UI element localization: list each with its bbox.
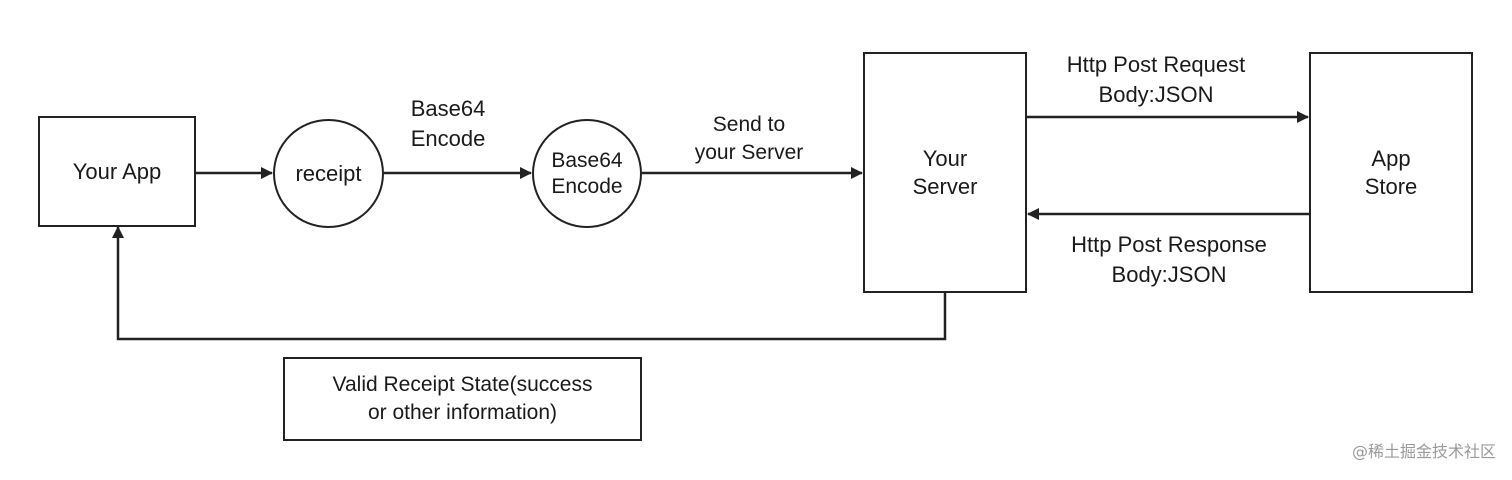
node-your-server-line2: Server	[912, 173, 978, 199]
edge-label-post-request-line2: Body:JSON	[1098, 82, 1214, 107]
node-valid-receipt-state: Valid Receipt State(success or other inf…	[283, 357, 642, 441]
edge-label-post-response: Http Post Response Body:JSON	[1036, 230, 1302, 290]
node-receipt-label: receipt	[295, 160, 362, 186]
watermark: @稀土掘金技术社区	[1351, 442, 1496, 461]
edge-label-post-request: Http Post Request Body:JSON	[1036, 50, 1276, 110]
node-your-app: Your App	[38, 116, 196, 227]
edge-label-post-request-line1: Http Post Request	[1066, 52, 1246, 77]
node-your-app-label: Your App	[72, 158, 162, 184]
edge-label-send-to-server-line1: Send to	[712, 113, 786, 136]
node-base64-encode-line1: Base64	[551, 148, 623, 172]
node-app-store: App Store	[1309, 52, 1473, 293]
node-base64-encode: Base64 Encode	[532, 119, 642, 228]
edge-label-base64-encode-line2: Encode	[410, 126, 486, 151]
edge-label-base64-encode: Base64 Encode	[388, 94, 508, 154]
edge-label-send-to-server-line2: your Server	[694, 141, 804, 164]
node-your-server: Your Server	[863, 52, 1027, 293]
node-app-store-line2: Store	[1364, 173, 1418, 199]
edge-label-post-response-line2: Body:JSON	[1111, 262, 1227, 287]
node-receipt: receipt	[273, 119, 384, 228]
edge-label-base64-encode-line1: Base64	[410, 96, 486, 121]
node-app-store-line1: App	[1371, 145, 1411, 171]
node-your-server-line1: Your	[922, 145, 968, 171]
node-base64-encode-line2: Encode	[551, 174, 623, 198]
node-valid-receipt-state-line2: or other information)	[367, 401, 558, 424]
node-valid-receipt-state-line1: Valid Receipt State(success	[332, 373, 593, 396]
arrow-server-to-app	[112, 226, 947, 341]
edge-label-send-to-server: Send to your Server	[674, 111, 824, 167]
edge-label-post-response-line1: Http Post Response	[1071, 232, 1267, 257]
